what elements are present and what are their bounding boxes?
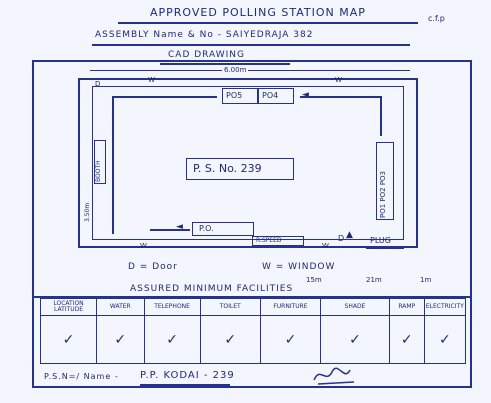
flow-line-top-right — [300, 96, 380, 98]
check-toilet: ✓ — [199, 315, 261, 364]
map-title: APPROVED POLLING STATION MAP — [150, 6, 366, 19]
po5-label: PO5 — [226, 91, 243, 100]
facilities-heading: ASSURED MINIMUM FACILITIES — [130, 284, 294, 294]
col-telephone: TELEPHONE — [143, 298, 201, 316]
measure-right: 1m — [420, 276, 432, 284]
title-underline — [118, 22, 418, 24]
col-location: LOCATION LATITUDE — [39, 298, 98, 316]
flow-line-right — [380, 96, 382, 136]
flow-line-left — [112, 96, 114, 234]
door-top-left: D — [95, 80, 101, 88]
footer-psm-label: P.S.N=/ Name - — [44, 372, 119, 381]
subtitle-underline — [160, 63, 290, 65]
check-shade: ✓ — [320, 315, 390, 364]
flow-arrow-left-icon: ◄ — [302, 90, 309, 100]
check-water: ✓ — [96, 315, 145, 364]
flow-line-bottom — [150, 229, 190, 231]
window-bottom-right: W — [322, 242, 329, 250]
flow-arrow-left-icon-bottom: ◄ — [176, 222, 183, 232]
col-water: WATER — [96, 298, 145, 316]
po4-table: PO4 — [258, 88, 294, 104]
ramp-label: R.SPEED — [256, 237, 282, 244]
col-furniture: FURNITURE — [259, 298, 322, 316]
door-bottom-right: D — [338, 234, 345, 243]
po-bottom-label: P.O. — [199, 224, 214, 233]
ramp-box: R.SPEED — [252, 236, 304, 246]
booth-box — [94, 140, 106, 184]
corner-initial: c.f.p — [428, 14, 445, 23]
po4-label: PO4 — [262, 91, 279, 100]
facilities-header-row: LOCATION LATITUDE WATER TELEPHONE TOILET… — [39, 298, 467, 316]
cad-drawing-subtitle: CAD DRAWING — [168, 50, 245, 60]
check-furniture: ✓ — [259, 315, 322, 364]
po1-po3-tables — [376, 142, 394, 220]
measure-mid: 21m — [366, 276, 382, 284]
signature-icon — [313, 367, 355, 385]
legend-window: W = WINDOW — [262, 262, 336, 272]
po1-po3-label: PO1 PO2 PO3 — [379, 170, 387, 218]
station-number-box: P. S. No. 239 — [186, 158, 294, 180]
col-ramp: RAMP — [388, 298, 425, 316]
check-ramp: ✓ — [388, 315, 425, 364]
col-shade: SHADE — [320, 298, 390, 316]
outer-frame — [32, 60, 472, 388]
plug-underline — [366, 248, 404, 249]
room-inner-wall — [92, 86, 404, 240]
flow-line-top-left — [112, 96, 217, 98]
booth-label: BOOTH — [95, 160, 102, 182]
entry-arrow-icon: ▲ — [346, 230, 353, 240]
window-bottom-left: W — [140, 242, 147, 250]
measure-left: 15m — [306, 276, 322, 284]
facilities-top-line — [34, 296, 470, 298]
col-electricity: ELECTRICITY — [423, 298, 467, 316]
po5-table: PO5 — [222, 88, 258, 104]
assembly-line: ASSEMBLY Name & No - SAIYEDRAJA 382 — [95, 30, 314, 40]
station-number: P. S. No. 239 — [193, 162, 262, 175]
assembly-underline — [92, 44, 410, 46]
window-top-right: W — [335, 76, 342, 84]
top-dimension-line — [90, 70, 410, 71]
col-toilet: TOILET — [199, 298, 261, 316]
facilities-table: LOCATION LATITUDE WATER TELEPHONE TOILET… — [39, 298, 467, 364]
facilities-check-row: ✓ ✓ ✓ ✓ ✓ ✓ ✓ ✓ — [39, 315, 467, 364]
check-telephone: ✓ — [143, 315, 201, 364]
side-dimension-label: 3.50m — [84, 202, 91, 222]
plug-label: PLUG — [370, 236, 391, 245]
check-location: ✓ — [39, 315, 98, 364]
legend-door: D = Door — [128, 262, 178, 272]
footer-psm-value: P.P. KODAI - 239 — [140, 370, 235, 381]
window-top-left: W — [148, 76, 155, 84]
check-electricity: ✓ — [423, 315, 467, 364]
po-bottom-table: P.O. — [192, 222, 254, 236]
room-outer-wall — [78, 78, 418, 248]
top-dimension-label: 6.00m — [222, 66, 249, 74]
footer-underline — [140, 384, 230, 386]
